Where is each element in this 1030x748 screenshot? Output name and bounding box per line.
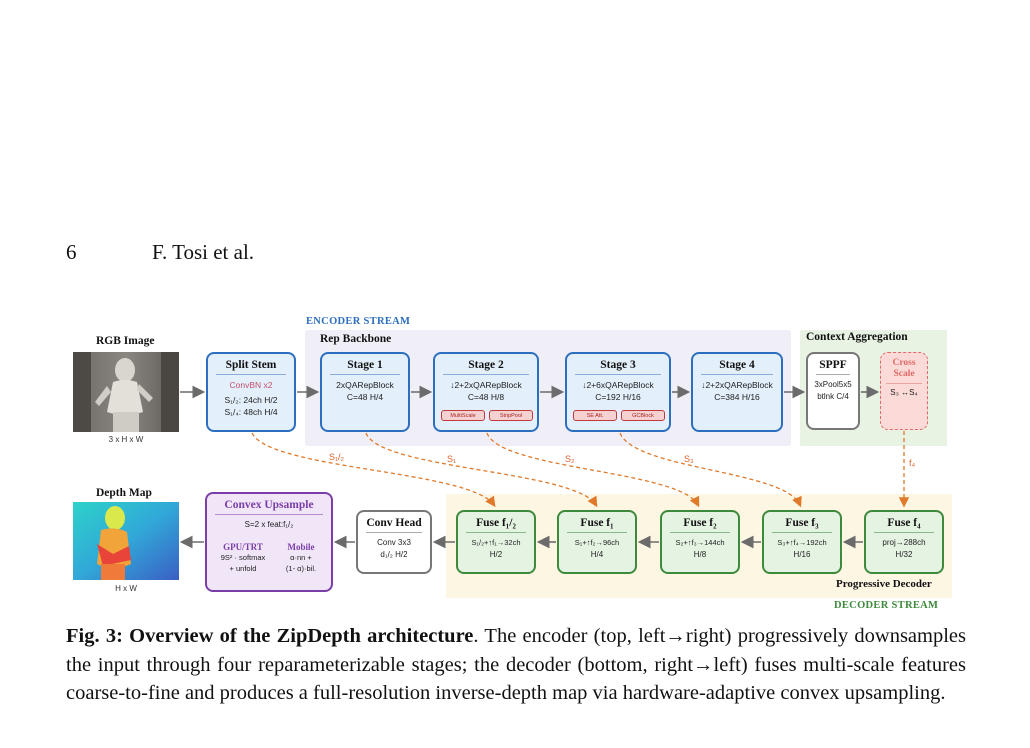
split-stem-line2: S₁/₄: 48ch H/4 xyxy=(224,407,278,417)
fuse-f-half-line1: S₁/₂+↑f₁→32ch xyxy=(471,538,521,547)
stage-3-tag-gcblock: GCBlock xyxy=(621,410,665,421)
stage-2-tag-strippool: StripPool xyxy=(489,410,533,421)
sppf-block: SPPF 3xPool5x5 btlnk C/4 xyxy=(806,352,860,430)
skip-label-s3: S₃ xyxy=(684,454,694,464)
stage-1-block: Stage 1 2xQARepBlock C=48 H/4 xyxy=(320,352,410,432)
split-stem-line1: S₁/₂: 24ch H/2 xyxy=(224,395,278,405)
stage-1-line2: C=48 H/4 xyxy=(346,392,384,402)
split-stem-title: Split Stem xyxy=(225,359,277,371)
fuse-f2-line1: S₂+↑f₃→144ch xyxy=(675,538,725,547)
rgb-image-size: 3 x H x W xyxy=(108,435,144,444)
gpu-line1: 9S² · softmax xyxy=(220,553,266,562)
skip-label-f4: f₄ xyxy=(909,458,916,468)
stage-2-block: Stage 2 ↓2+2xQARepBlock C=48 H/8 MultiSc… xyxy=(433,352,539,432)
stage-1-title: Stage 1 xyxy=(347,359,383,371)
stage-2-line1: ↓2+2xQARepBlock xyxy=(450,380,522,390)
cross-scale-block: Cross Scale S₃ ↔S₄ xyxy=(880,352,928,430)
depth-map-size: H x W xyxy=(115,584,137,593)
convex-upsample-title: Convex Upsample xyxy=(224,499,314,511)
fuse-f2-title: Fuse f₂ xyxy=(683,517,717,529)
cross-scale-title-2: Scale xyxy=(893,369,915,379)
fuse-f3-line1: S₃+↑f₄→192ch xyxy=(777,538,827,547)
depth-map-thumbnail xyxy=(73,502,179,580)
stage-3-tag-se-att: SE Att. xyxy=(573,410,617,421)
mobile-line1: α·nn + xyxy=(290,553,312,562)
context-aggregation-label: Context Aggregation xyxy=(806,331,908,343)
page-number: 6 xyxy=(66,240,77,264)
stage-3-block: Stage 3 ↓2+6xQARepBlock C=192 H/16 SE At… xyxy=(565,352,671,432)
skip-label-s1: S₁ xyxy=(447,454,457,464)
skip-s1 xyxy=(365,432,598,508)
skip-label-s2: S₂ xyxy=(565,454,575,464)
split-stem-op: ConvBN x2 xyxy=(229,380,273,390)
sppf-line2: btlnk C/4 xyxy=(817,392,849,401)
stage-4-line1: ↓2+2xQARepBlock xyxy=(701,380,773,390)
stage-1-line1: 2xQARepBlock xyxy=(336,380,394,390)
rep-backbone-label: Rep Backbone xyxy=(320,333,392,345)
progressive-decoder-label: Progressive Decoder xyxy=(836,578,932,590)
fuse-f1-line1: S₁+↑f₂→96ch xyxy=(574,538,620,547)
skip-s-half xyxy=(251,432,496,508)
figure-caption: Fig. 3: Overview of the ZipDepth archite… xyxy=(66,622,966,708)
stage-2-tag-multiscale: MultiScale xyxy=(441,410,485,421)
conv-head-line1: Conv 3x3 xyxy=(377,538,411,547)
caption-text: . The encoder (top, left→right) progress… xyxy=(66,625,966,704)
mobile-label: Mobile xyxy=(287,542,315,552)
fuse-f1-block: Fuse f₁ S₁+↑f₂→96ch H/4 xyxy=(557,510,637,574)
fuse-f-half-title: Fuse f₁/₂ xyxy=(476,517,516,529)
statue-photo-icon xyxy=(73,352,179,432)
cross-scale-title-1: Cross xyxy=(892,358,916,368)
fuse-f2-line2: H/8 xyxy=(693,550,707,559)
depth-map-image-icon xyxy=(73,502,179,580)
fuse-f3-block: Fuse f₃ S₃+↑f₄→192ch H/16 xyxy=(762,510,842,574)
stage-4-block: Stage 4 ↓2+2xQARepBlock C=384 H/16 xyxy=(691,352,783,432)
stage-3-line1: ↓2+6xQARepBlock xyxy=(582,380,654,390)
stage-4-title: Stage 4 xyxy=(719,359,755,371)
fuse-f3-title: Fuse f₃ xyxy=(785,517,819,529)
conv-head-title: Conv Head xyxy=(366,517,422,529)
skip-s2 xyxy=(486,432,700,508)
conv-head-block: Conv Head Conv 3x3 d₁/₂ H/2 xyxy=(356,510,432,574)
stage-2-line2: C=48 H/8 xyxy=(467,392,505,402)
rgb-image-title: RGB Image xyxy=(96,335,155,347)
cross-scale-text: S₃ ↔S₄ xyxy=(890,388,918,397)
decoder-stream-label: DECODER STREAM xyxy=(834,600,939,611)
fuse-f4-line2: H/32 xyxy=(895,550,913,559)
encoder-stream-label: ENCODER STREAM xyxy=(306,316,411,327)
mobile-line2: (1- α)·bil. xyxy=(285,564,317,573)
stage-4-line2: C=384 H/16 xyxy=(714,392,760,402)
fuse-f-half-line2: H/2 xyxy=(489,550,503,559)
conv-head-line2: d₁/₂ H/2 xyxy=(380,550,408,559)
fuse-f4-block: Fuse f₄ proj→288ch H/32 xyxy=(864,510,944,574)
gpu-trt-label: GPU/TRT xyxy=(223,542,263,552)
running-header-authors: F. Tosi et al. xyxy=(152,240,255,264)
sppf-line1: 3xPool5x5 xyxy=(814,380,852,389)
fuse-f2-block: Fuse f₂ S₂+↑f₃→144ch H/8 xyxy=(660,510,740,574)
caption-label: Fig. 3: Overview of the ZipDepth archite… xyxy=(66,625,474,647)
fuse-f1-title: Fuse f₁ xyxy=(580,517,614,529)
stage-2-title: Stage 2 xyxy=(468,359,504,371)
sppf-title: SPPF xyxy=(819,359,847,371)
stage-3-line2: C=192 H/16 xyxy=(595,392,641,402)
skip-label-s-half: S₁/₂ xyxy=(329,452,345,462)
skip-s3 xyxy=(619,432,802,508)
fuse-f-half-block: Fuse f₁/₂ S₁/₂+↑f₁→32ch H/2 xyxy=(456,510,536,574)
convex-upsample-line1: S=2 x feat:f₁/₂ xyxy=(244,520,294,529)
split-stem-block: Split Stem ConvBN x2 S₁/₂: 24ch H/2 S₁/₄… xyxy=(206,352,296,432)
convex-upsample-block: Convex Upsample S=2 x feat:f₁/₂ GPU/TRT … xyxy=(205,492,333,592)
rgb-image-thumbnail xyxy=(73,352,179,432)
fuse-f1-line2: H/4 xyxy=(590,550,604,559)
stage-3-title: Stage 3 xyxy=(600,359,636,371)
depth-map-title: Depth Map xyxy=(96,487,152,499)
fuse-f4-title: Fuse f₄ xyxy=(887,517,921,529)
fuse-f4-line1: proj→288ch xyxy=(882,538,926,547)
gpu-line2: + unfold xyxy=(229,564,257,573)
fuse-f3-line2: H/16 xyxy=(793,550,811,559)
